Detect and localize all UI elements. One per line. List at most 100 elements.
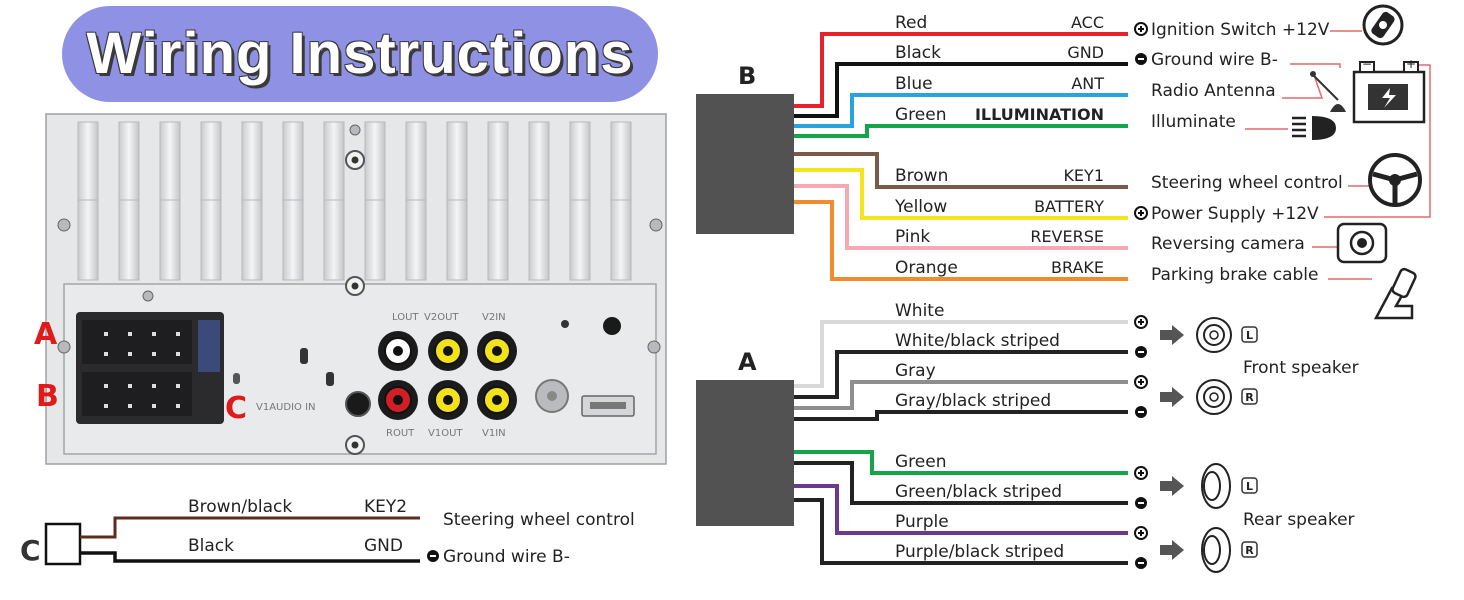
speaker-group-label: Rear speaker: [1243, 510, 1355, 530]
reversing-camera-icon: [1336, 222, 1388, 264]
wire-white-black-striped: White/black striped: [794, 331, 1147, 399]
rca-label-lout: LOUT: [392, 312, 419, 323]
slot-hole: [233, 373, 240, 384]
rca-label-rout: ROUT: [386, 428, 415, 439]
wire-black: [80, 551, 420, 563]
wire-color-label: Blue: [895, 74, 933, 94]
wire-color-label: Red: [895, 13, 927, 33]
rca-label-v1out: V1OUT: [428, 428, 463, 439]
wire-purple: Purple: [794, 484, 1148, 540]
minus-icon: [1135, 497, 1147, 509]
wire-color-label: Brown: [895, 166, 948, 186]
arrow-right-icon: [1160, 387, 1184, 407]
wire-dest-label: Ground wire B-: [443, 547, 570, 567]
channel-badge: [1241, 477, 1258, 494]
wire-green-black-striped: Green/black striped: [794, 461, 1147, 509]
aux-label: V1AUDIO IN: [256, 402, 316, 413]
connection-line: [1324, 64, 1431, 218]
channel-label: R: [1245, 391, 1254, 404]
connector-b-diagram: B Red ACC Ignition Switch +12V Black GND Grou…: [696, 13, 1431, 285]
wire-color-label: Green: [895, 452, 946, 472]
reset-hole: [561, 320, 569, 328]
slot-hole: [326, 372, 334, 386]
connection-line: [1282, 77, 1324, 99]
connector-a-label: A: [738, 348, 757, 376]
svg-text:−: −: [1362, 57, 1372, 71]
wire-color-label: Purple: [895, 512, 949, 532]
wire-black: Black GND Ground wire B-: [794, 43, 1278, 118]
wire-signal-label: REVERSE: [1030, 227, 1104, 246]
wire-dest-label: Parking brake cable: [1151, 265, 1318, 285]
wire-dest-label: Illuminate: [1151, 112, 1236, 132]
wire-dest-label: Steering wheel control: [1151, 173, 1343, 193]
wire-signal-label: ILLUMINATION: [975, 105, 1104, 124]
mounting-hole: [345, 150, 365, 455]
wire-white: White: [794, 301, 1148, 388]
svg-text:+: +: [1406, 57, 1416, 71]
plus-icon: [1134, 206, 1148, 220]
connector-b-housing: [696, 94, 794, 234]
minus-icon: [1135, 406, 1147, 418]
arrow-right-icon: [1160, 476, 1184, 496]
plus-icon: [1134, 375, 1148, 389]
plus-icon: [1134, 315, 1148, 329]
wire-color-label: Black: [895, 43, 941, 63]
arrow-right-icon: [1160, 540, 1184, 560]
slot-hole: [300, 348, 308, 364]
wire-gray: Gray: [794, 361, 1148, 410]
plus-icon: [1134, 22, 1148, 36]
wire-green: Green ILLUMINATION Illuminate: [794, 105, 1236, 138]
channel-badge: [1241, 541, 1258, 558]
panel-screw: [57, 124, 663, 354]
connector-b-label: B: [738, 62, 756, 90]
connector-a-marker: A: [34, 317, 58, 352]
connector-a-housing: [696, 380, 794, 526]
wire-color-label: White: [895, 301, 944, 321]
wire-color-label: Brown/black: [188, 497, 292, 517]
ignition-key-icon: [1362, 4, 1404, 46]
speaker-icon: R: [1160, 527, 1258, 573]
wire-color-label: Green: [895, 105, 946, 125]
wire-color-label: Black: [188, 536, 234, 556]
rca-label-v2out: V2OUT: [424, 312, 459, 323]
iso-connector-block: [76, 312, 224, 424]
speaker-icon: L: [1160, 463, 1258, 509]
connection-line: [1290, 63, 1341, 68]
wire-gray-black-striped: Gray/black striped: [794, 391, 1147, 421]
wire-signal-label: KEY2: [364, 497, 407, 517]
connector-c-housing: [44, 522, 82, 566]
wire-signal-label: ANT: [1071, 74, 1104, 93]
wire-signal-label: BRAKE: [1051, 258, 1104, 277]
title-banner: [62, 6, 658, 102]
wire-dest-label: Radio Antenna: [1151, 81, 1276, 101]
wire-brown: Brown KEY1 Steering wheel control: [794, 152, 1343, 193]
arrow-right-icon: [1160, 325, 1184, 345]
speaker-icon: R: [1160, 379, 1258, 415]
channel-badge: [1241, 388, 1258, 405]
wire-color-label: Yellow: [894, 197, 947, 217]
headlight-icon: [1292, 116, 1336, 140]
speaker-group-label: Front speaker: [1243, 358, 1359, 378]
mic-port: [603, 317, 621, 335]
wire-color-label: Orange: [895, 258, 958, 278]
wire-color-label: Gray/black striped: [895, 391, 1051, 411]
wire-dest-label: Ground wire B-: [1151, 50, 1278, 70]
wire-color-label: Gray: [895, 361, 936, 381]
rca-jacks: [378, 331, 517, 420]
wire-dest-label: Ignition Switch +12V: [1151, 20, 1330, 40]
wire-color-label: Purple/black striped: [895, 542, 1064, 562]
wire-signal-label: KEY1: [1063, 166, 1104, 185]
head-unit-rear-panel: LOUT V2OUT V2IN ROUT V1OUT V1IN V1AUDIO …: [45, 113, 667, 465]
wire-signal-label: GND: [364, 536, 403, 556]
parking-brake-icon: [1373, 267, 1417, 320]
wire-blue: Blue ANT Radio Antenna: [794, 74, 1276, 128]
channel-label: L: [1246, 329, 1253, 342]
connector-b-marker: B: [36, 379, 59, 414]
wire-signal-label: GND: [1067, 43, 1104, 62]
wire-signal-label: ACC: [1071, 13, 1104, 32]
speaker-icon: L: [1160, 317, 1258, 353]
